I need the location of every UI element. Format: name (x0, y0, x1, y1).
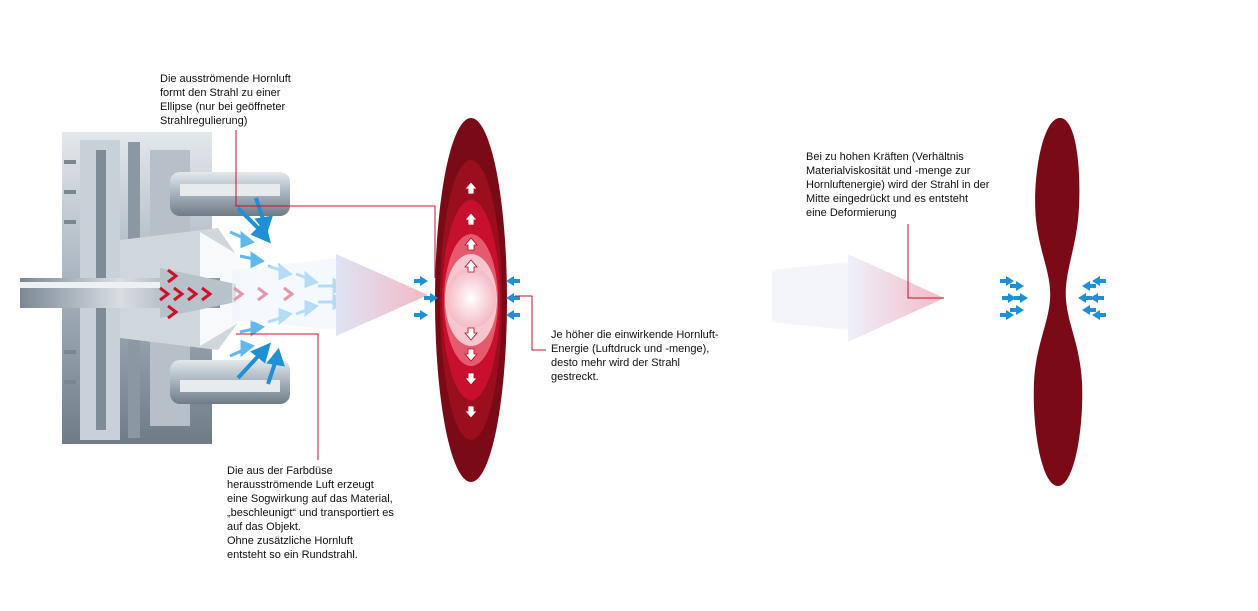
elliptical-spray-pattern (435, 118, 507, 482)
left-arrow-icon (506, 276, 520, 286)
down-arrow-icon (464, 372, 478, 386)
deformed-spray-pattern (1033, 118, 1083, 486)
spray-mist-2 (772, 262, 848, 330)
left-arrow-icon (506, 293, 520, 303)
chevron (173, 286, 185, 302)
leader-line-nozzle-air (236, 333, 319, 460)
up-arrow-icon (464, 237, 478, 251)
spray-cone-2 (848, 254, 944, 342)
caption-horn-air-ellipse: Die ausströmende Hornluft formt den Stra… (160, 73, 291, 127)
caption-higher-energy-stretch: Je höher die einwirkende Hornluft- Energ… (551, 329, 719, 383)
deformation-air-arrows (1000, 276, 1106, 320)
leader-lines (235, 130, 944, 460)
right-arrow-icon (1010, 281, 1024, 291)
up-arrow-icon (464, 259, 478, 273)
horn-air-arrows (236, 197, 285, 385)
right-arrow-icon (414, 276, 428, 286)
right-arrow-icon (1000, 276, 1014, 286)
left-arrow-icon (1082, 305, 1096, 315)
up-arrow-icon (464, 181, 478, 195)
down-arrow-icon (464, 327, 478, 341)
chevron (167, 268, 179, 284)
left-arrow-icon (1082, 281, 1096, 291)
down-arrow-icon (464, 348, 478, 362)
left-arrow-icon (1092, 276, 1106, 286)
right-arrow-icon (1002, 293, 1016, 303)
spray-mist (232, 258, 338, 330)
ellipse-side-air-arrows (414, 276, 520, 320)
up-arrow-icon (464, 212, 478, 226)
caption-excess-force-deformation: Bei zu hohen Kräften (Verhältnis Materia… (806, 151, 990, 219)
caption-nozzle-air-suction: Die aus der Farbdüse herausströmende Luf… (227, 465, 394, 561)
down-arrow-icon (464, 405, 478, 419)
right-arrow-icon (414, 310, 428, 320)
left-arrow-icon (1092, 310, 1106, 320)
stretch-arrows (464, 181, 478, 419)
left-arrow-icon (1078, 293, 1092, 303)
chevron (201, 286, 213, 302)
leader-line-horn-air (235, 130, 436, 278)
right-arrow-icon (424, 293, 438, 303)
left-arrow-icon (1090, 293, 1104, 303)
right-arrow-icon (1010, 305, 1024, 315)
right-arrow-icon (1014, 293, 1028, 303)
left-arrow-icon (506, 310, 520, 320)
leader-line-deformation (907, 224, 944, 299)
chevron (159, 286, 171, 302)
leader-line-energy (515, 295, 546, 351)
chevron (167, 304, 179, 320)
spray-cone (336, 254, 428, 336)
chevron (187, 286, 199, 302)
right-arrow-icon (1000, 310, 1014, 320)
